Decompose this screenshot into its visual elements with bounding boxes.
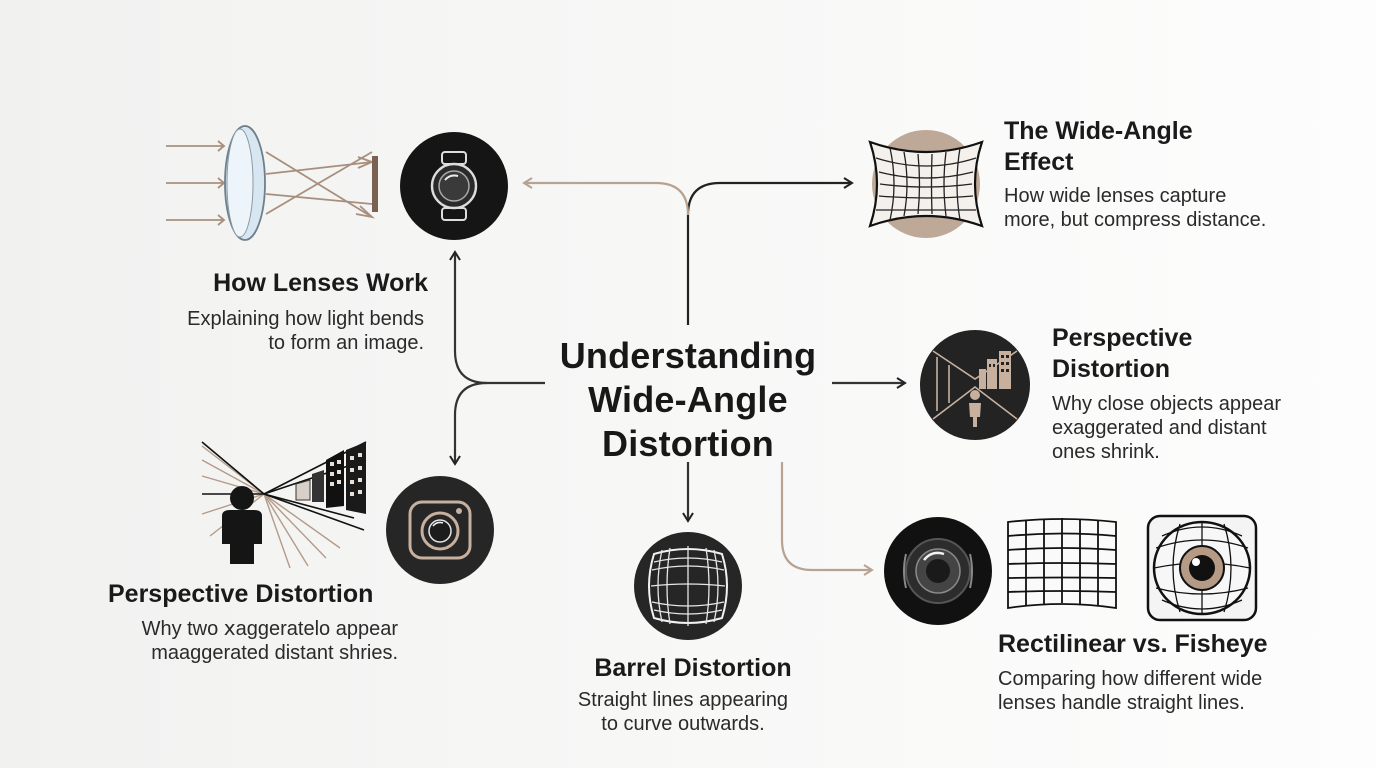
rectilinear-fisheye-desc-line-2: lenses handle straight lines. [998, 692, 1245, 714]
light-refraction-illustration [166, 125, 378, 241]
center-title-line-3: Distortion [602, 423, 774, 464]
perspective-right-title-line-1: Perspective [1052, 324, 1193, 352]
perspective-left-desc-line-2: maaggerated distant shries. [151, 642, 398, 664]
rectilinear-fisheye-desc: Comparing how different wide lenses hand… [998, 667, 1262, 715]
perspective-right-desc-line-3: ones shrink. [1052, 441, 1160, 463]
center-title-line-2: Wide-Angle [588, 379, 788, 420]
rectilinear-grid-icon [1007, 518, 1117, 610]
perspective-right-title: Perspective Distortion [1052, 323, 1192, 385]
how-lenses-work-title: How Lenses Work [213, 269, 428, 297]
center-title-line-1: Understanding [559, 335, 817, 376]
watch-lens-icon [400, 132, 508, 240]
barrel-grid-icon [634, 532, 742, 640]
wide-angle-effect-desc-line-2: more, but compress distance. [1004, 209, 1267, 231]
fisheye-eye-icon [1146, 514, 1258, 622]
fisheye-comparison-icon [884, 514, 1258, 625]
center-title: Understanding Wide-Angle Distortion [520, 334, 856, 466]
how-lenses-work-desc: Explaining how light bends to form an im… [187, 307, 424, 355]
connector-left-down [449, 381, 488, 466]
perspective-left-desc: Why two ⅹaggeratelo appear maaggerated d… [142, 617, 398, 665]
connector-to-fisheye [780, 462, 874, 576]
perspective-right-desc: Why close objects appear exaggerated and… [1052, 392, 1281, 464]
camera-lens-icon [386, 476, 494, 584]
rectilinear-fisheye-title: Rectilinear vs. Fisheye [998, 630, 1268, 658]
barrel-desc-line-1: Straight lines appearing [577, 689, 789, 711]
barrel-title: Barrel Distortion [594, 654, 792, 682]
perspective-street-icon [920, 330, 1030, 440]
rectilinear-fisheye-desc-line-1: Comparing how different wide [998, 668, 1263, 690]
perspective-right-desc-line-1: Why close objects appear [1052, 393, 1282, 415]
perspective-left-desc-line-1: Why two ⅹaggeratelo appear [141, 618, 398, 640]
wide-angle-effect-desc-line-1: How wide lenses capture [1004, 185, 1227, 207]
wide-angle-effect-title-line-1: The Wide-Angle [1004, 117, 1193, 145]
wide-angle-effect-title: The Wide-Angle Effect [1004, 116, 1193, 178]
connector-to-wide-angle [686, 177, 854, 325]
how-lenses-work-desc-line-2: to form an image. [268, 332, 424, 354]
how-lenses-work-desc-line-1: Explaining how light bends [187, 308, 424, 330]
wide-angle-effect-desc: How wide lenses capture more, but compre… [1004, 184, 1266, 232]
barrel-desc: Straight lines appearing to curve outwar… [558, 688, 808, 736]
warped-grid-icon [868, 130, 984, 238]
perspective-right-title-line-2: Distortion [1052, 355, 1171, 383]
perspective-left-title: Perspective Distortion [108, 580, 374, 608]
barrel-desc-line-2: to curve outwards. [601, 713, 765, 735]
person-perspective-illustration [201, 441, 367, 569]
connector-to-lens-top [522, 177, 690, 216]
perspective-right-desc-line-2: exaggerated and distant [1052, 417, 1267, 439]
wide-angle-effect-title-line-2: Effect [1004, 148, 1074, 176]
